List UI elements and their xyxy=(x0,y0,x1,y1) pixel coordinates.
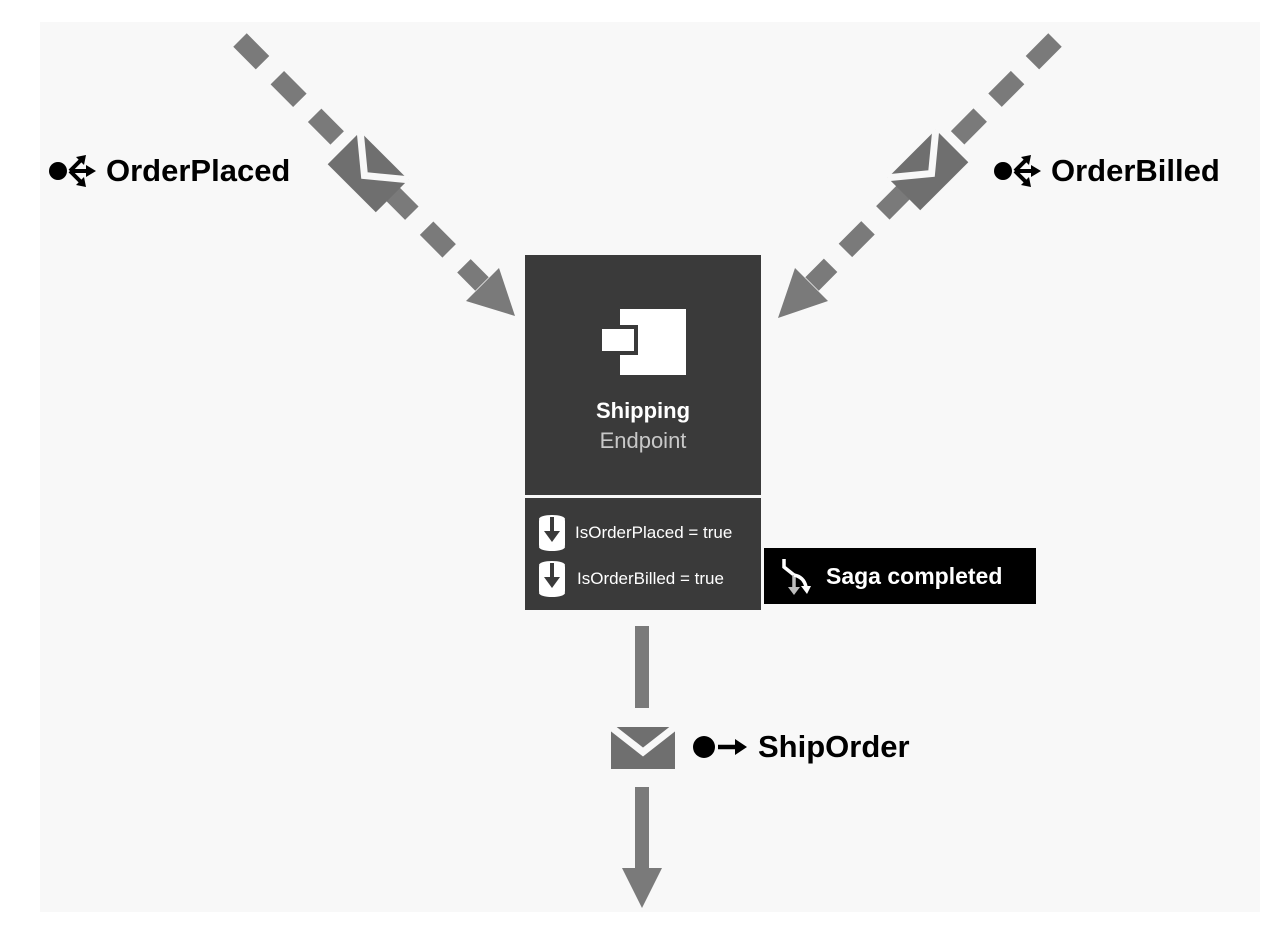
shipping-endpoint-node: Shipping Endpoint xyxy=(525,255,761,495)
order-placed-name: OrderPlaced xyxy=(106,153,291,188)
publish-event-icon xyxy=(49,155,96,187)
saga-completed-badge: Saga completed xyxy=(764,548,1036,604)
data-store-icon xyxy=(539,515,565,551)
saga-completed-label: Saga completed xyxy=(826,562,1003,589)
endpoint-type-label: Endpoint xyxy=(599,428,687,453)
data-store-icon xyxy=(539,561,565,597)
order-placed-envelope-icon xyxy=(327,131,409,213)
order-billed-envelope-icon xyxy=(887,129,969,211)
saga-state-row: IsOrderBilled = true xyxy=(539,561,724,597)
saga-state-panel: IsOrderPlaced = true IsOrderBilled = tru… xyxy=(525,498,761,610)
ship-order-name: ShipOrder xyxy=(758,729,910,764)
order-billed-name: OrderBilled xyxy=(1051,153,1220,188)
ship-order-label: ShipOrder xyxy=(692,727,910,767)
saga-property-text: IsOrderPlaced = true xyxy=(575,523,733,542)
saga-property-text: IsOrderBilled = true xyxy=(577,569,724,588)
saga-state-row: IsOrderPlaced = true xyxy=(539,515,732,551)
ship-order-flow-arrow xyxy=(622,626,662,908)
saga-completed-icon xyxy=(782,559,811,595)
component-icon xyxy=(600,309,686,375)
endpoint-name: Shipping xyxy=(595,398,691,423)
order-billed-label: OrderBilled xyxy=(993,146,1220,196)
publish-event-icon xyxy=(994,155,1041,187)
ship-order-envelope-icon xyxy=(608,724,678,769)
send-command-icon xyxy=(693,736,747,758)
order-placed-label: OrderPlaced xyxy=(48,146,290,196)
